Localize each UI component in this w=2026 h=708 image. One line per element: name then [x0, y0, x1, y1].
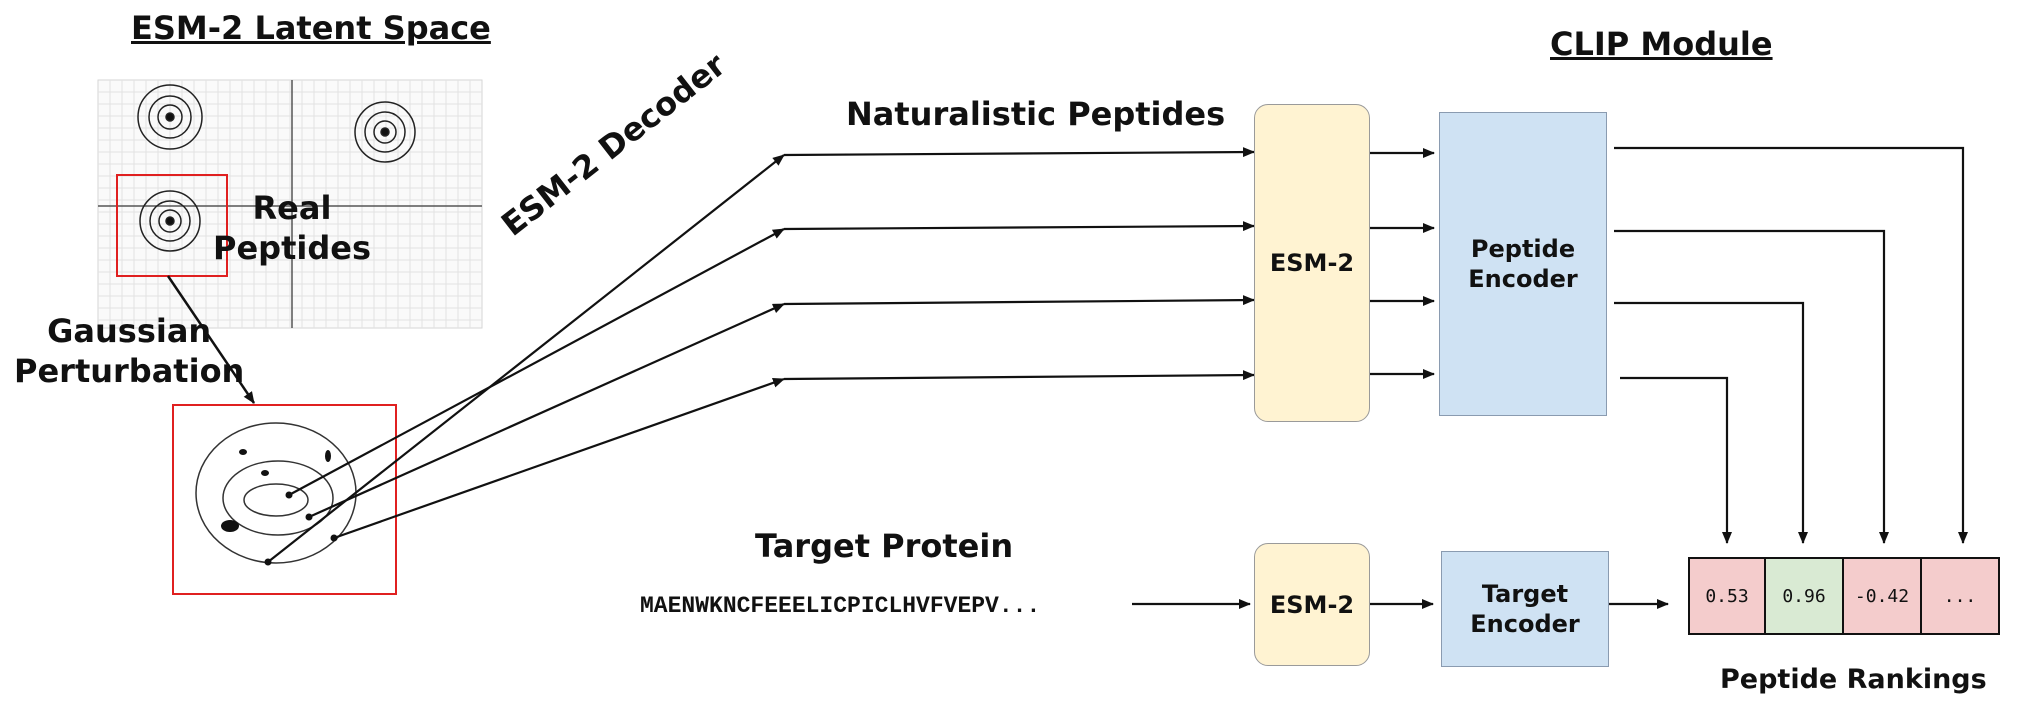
- real-peptides-label: Real Peptides: [213, 188, 371, 268]
- cluster-real-peptides: [139, 190, 201, 252]
- latent-space-title: ESM-2 Latent Space: [131, 9, 491, 47]
- real-peptides-label-line1: Real: [252, 189, 332, 227]
- ranking-cell: 0.96: [1766, 557, 1844, 635]
- target-encoder-line1: Target: [1481, 580, 1569, 608]
- cluster-top-right: [354, 101, 416, 163]
- peptide-lines: [783, 147, 1255, 381]
- perturbation-plot: [172, 404, 397, 595]
- esm2-target-block: ESM-2: [1254, 543, 1370, 666]
- peptide-encoder-block: Peptide Encoder: [1439, 112, 1607, 416]
- peptide-rankings-label: Peptide Rankings: [1720, 664, 1987, 695]
- cluster-top-left: [137, 84, 203, 150]
- esm2-peptide-block: ESM-2: [1254, 104, 1370, 422]
- real-peptides-selection-box: [116, 174, 228, 277]
- gaussian-perturbation-line1: Gaussian: [47, 312, 212, 350]
- esm2-target-label: ESM-2: [1269, 590, 1355, 619]
- target-protein-label: Target Protein: [755, 527, 1014, 565]
- decoder-arrows: [267, 154, 785, 563]
- peptide-encoder-line2: Encoder: [1468, 265, 1578, 293]
- ranking-cell: ...: [1922, 557, 2000, 635]
- naturalistic-peptides-label: Naturalistic Peptides: [846, 95, 1226, 133]
- encoder-to-ranking-arrows: [1614, 146, 1968, 544]
- latent-space-plot: [97, 79, 483, 329]
- clip-module-title: CLIP Module: [1550, 25, 1773, 63]
- gaussian-perturbation-line2: Perturbation: [14, 352, 245, 390]
- ranking-cell: 0.53: [1688, 557, 1766, 635]
- real-peptides-label-line2: Peptides: [213, 229, 371, 267]
- gaussian-perturbation-label: Gaussian Perturbation: [14, 311, 244, 391]
- esm-to-encoder-arrows: [1370, 148, 1435, 379]
- target-encoder-line2: Encoder: [1470, 610, 1580, 638]
- ranking-table: 0.53 0.96 -0.42 ...: [1688, 557, 2002, 635]
- target-sequence: MAENWKNCFEEELICPICLHVFVEPV...: [640, 593, 1041, 619]
- esm2-peptide-label: ESM-2: [1269, 249, 1355, 277]
- target-encoder-block: Target Encoder: [1441, 551, 1609, 667]
- peptide-encoder-line1: Peptide: [1470, 235, 1576, 263]
- ranking-cell: -0.42: [1844, 557, 1922, 635]
